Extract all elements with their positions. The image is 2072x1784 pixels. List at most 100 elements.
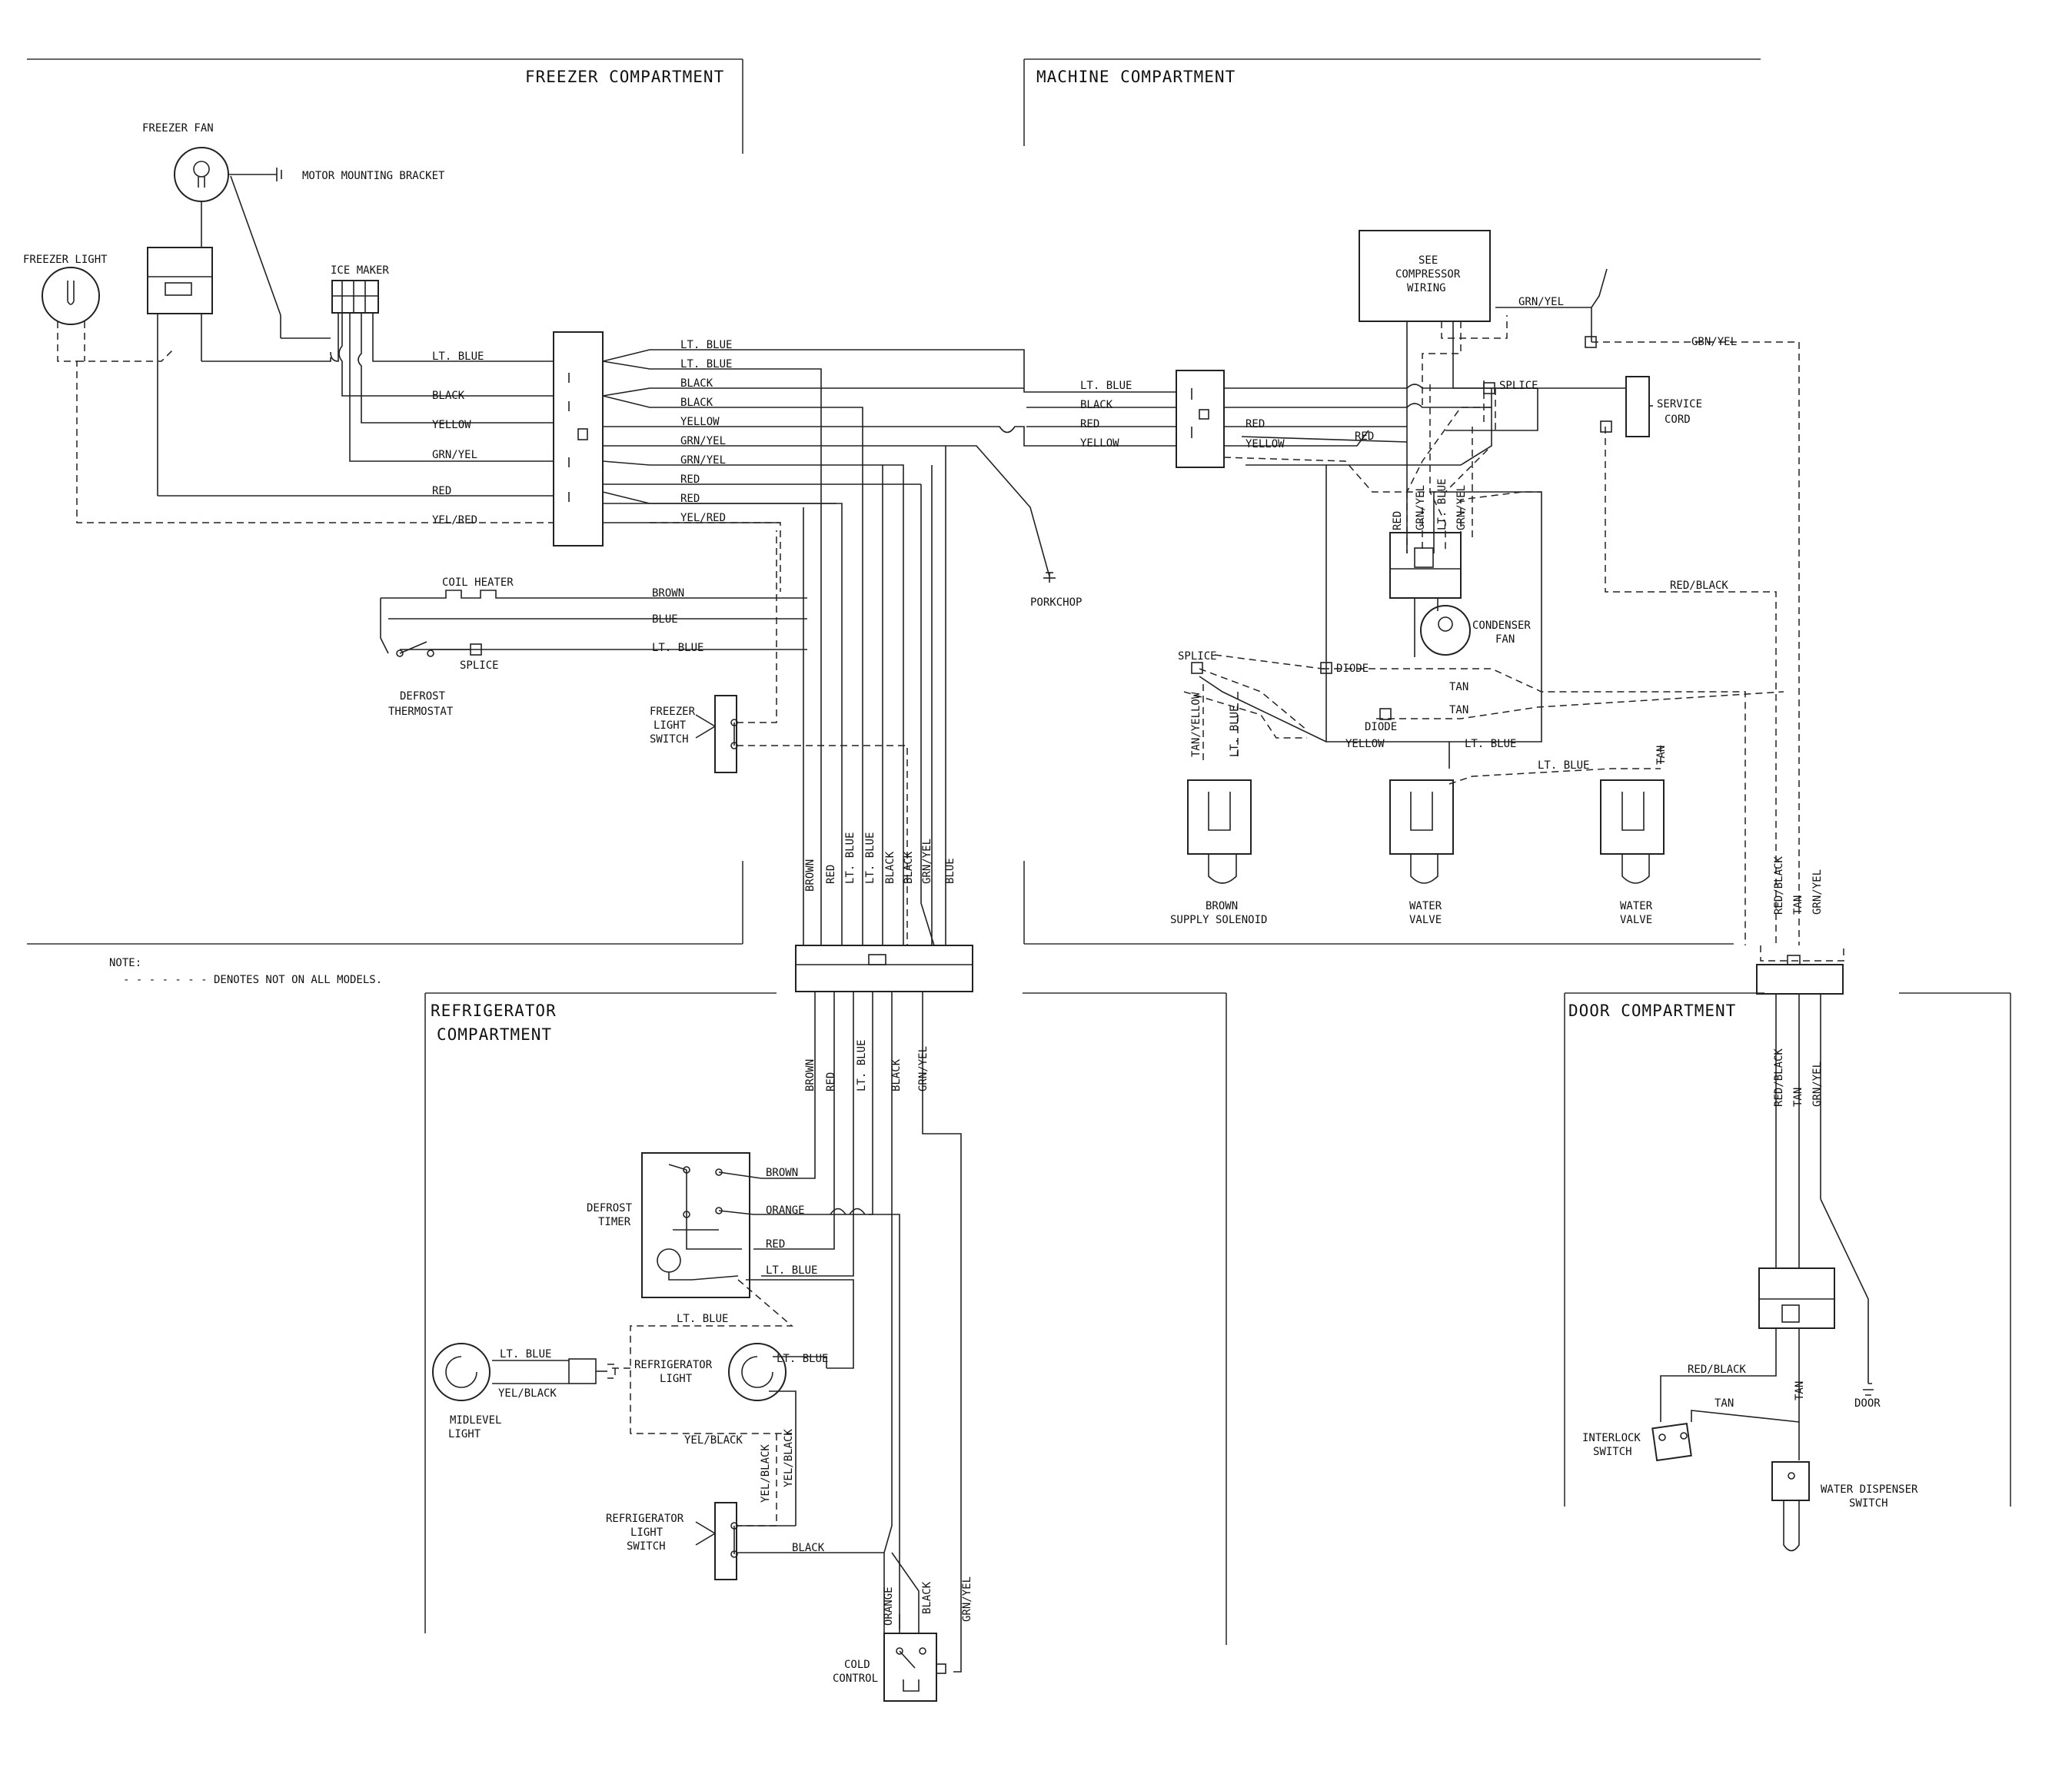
machine-dashed: [1183, 315, 1800, 945]
door-wire-label-tan: TAN: [1714, 1397, 1734, 1410]
central-connector: [795, 945, 973, 992]
door-wire-tan: TAN: [1792, 895, 1804, 915]
condenser-wire-red: RED: [1392, 511, 1404, 530]
orange-wire-path: [830, 1208, 900, 1630]
harness-label-grnyel: GRN/YEL: [921, 839, 933, 884]
freezer-main-connector: [553, 331, 604, 546]
refrigerator-light-switch-label-3: SWITCH: [627, 1540, 666, 1553]
fridge-wire-ltblue: LT. BLUE: [856, 1040, 868, 1091]
diode-2: [1379, 708, 1392, 720]
wire-label-ltblue-5: LT. BLUE: [1080, 380, 1132, 392]
compressor-wiring-box: [1359, 230, 1491, 322]
defrost-timer-label: DEFROST: [587, 1202, 633, 1214]
door-compartment-title: DOOR COMPARTMENT: [1568, 1002, 1736, 1020]
fridge-wire-ltblue-4: LT. BLUE: [500, 1348, 551, 1360]
condenser-fan-label-2: FAN: [1495, 633, 1515, 646]
wire-label-yellow-4: YELLOW: [1246, 438, 1285, 450]
freezer-light-switch-label-2: LIGHT: [654, 719, 687, 732]
wire-label-red-5: RED: [1246, 418, 1265, 430]
fridge-wire-ltblue-2: LT. BLUE: [677, 1313, 728, 1325]
ice-maker-label: ICE MAKER: [331, 264, 389, 277]
fridge-light-circuit: [492, 1279, 854, 1434]
motor-mounting-bracket-label: MOTOR MOUNTING BRACKET: [302, 170, 445, 182]
wire-label-black-1: BLACK: [432, 390, 465, 402]
interlock-switch-label: INTERLOCK: [1582, 1432, 1641, 1444]
wire-label-yellow-3: YELLOW: [1080, 437, 1119, 450]
midlevel-light: [432, 1343, 616, 1401]
freezer-light-switch-label-3: SWITCH: [650, 733, 689, 746]
freezer-compartment-title: FREEZER COMPARTMENT: [525, 68, 724, 86]
water-valve-2-label: WATER: [1620, 900, 1653, 912]
refrigerator-compartment-title-2: COMPARTMENT: [437, 1025, 552, 1044]
door-wire-grnyel-2: GRN/YEL: [1811, 1061, 1824, 1107]
water-valve-label: WATER: [1409, 900, 1442, 912]
coil-heater-label: COIL HEATER: [442, 576, 514, 589]
refrigerator-light-switch: [695, 1502, 884, 1580]
water-valve-2-label-2: VALVE: [1620, 914, 1652, 926]
wire-label-ltblue-2: LT. BLUE: [680, 339, 732, 351]
see-compressor-label-2: COMPRESSOR: [1395, 268, 1461, 281]
wire-label-yellow-2: YELLOW: [680, 416, 720, 428]
condenser-wire-ltblue: LT. BLUE: [1436, 479, 1448, 530]
fridge-wire-yelblack-1: YEL/BLACK: [498, 1387, 557, 1400]
freezer-fan-label: FREEZER FAN: [142, 122, 214, 135]
door-wire-tan-2: TAN: [1792, 1088, 1804, 1107]
interlock-switch: [1651, 1423, 1692, 1462]
freezer-light-label: FREEZER LIGHT: [23, 254, 108, 266]
wire-label-gbnyel: GBN/YEL: [1691, 336, 1737, 348]
water-dispenser-switch: [1771, 1461, 1810, 1552]
wire-label-red-6: RED: [1355, 430, 1374, 443]
splice-label-2: SPLICE: [1178, 650, 1217, 663]
door-wire-redblack-2: RED/BLACK: [1773, 1048, 1785, 1107]
wire-label-redblack-1: RED/BLACK: [1670, 580, 1728, 592]
wire-label-grnyel-3: GRN/YEL: [680, 454, 726, 467]
diode-label-1: DIODE: [1336, 663, 1369, 675]
wire-label-grnyel-2: GRN/YEL: [680, 435, 726, 447]
cold-control-label-2: CONTROL: [833, 1673, 878, 1685]
wire-label-brown-1: BROWN: [652, 587, 684, 600]
ice-maker: [330, 280, 554, 462]
note-title: NOTE:: [109, 957, 141, 969]
door-wire-redblack: RED/BLACK: [1773, 856, 1785, 915]
wire-label-blue-1: BLUE: [652, 613, 678, 626]
wire-label-grnyel-4: GRN/YEL: [1518, 296, 1564, 308]
wire-label-red-3: RED: [680, 493, 700, 505]
see-compressor-label: SEE: [1418, 254, 1438, 267]
freezer-light-switch-label: FREEZER: [650, 706, 696, 718]
refrigerator-compartment-title: REFRIGERATOR: [431, 1002, 557, 1020]
condenser-fan: [1389, 380, 1542, 657]
brown-supply-solenoid-label: BROWN: [1206, 900, 1238, 912]
fridge-wire-brown: BROWN: [804, 1059, 816, 1091]
wire-label-yelred-2: YEL/RED: [680, 512, 726, 524]
wire-label-ltblue-4: LT. BLUE: [652, 642, 703, 654]
water-valve-1: [1389, 779, 1454, 884]
wire-label-grnyel-1: GRN/YEL: [432, 449, 477, 461]
condenser-wire-grnyel-2: GRN/YEL: [1455, 485, 1468, 530]
wire-label-red-1: RED: [432, 485, 451, 497]
water-dispenser-switch-label-2: SWITCH: [1849, 1497, 1888, 1510]
freezer-fan: [174, 147, 331, 339]
splice-box-machine: [1483, 382, 1495, 394]
timer-wire-ltblue: LT. BLUE: [766, 1264, 817, 1277]
water-valve-label-2: VALVE: [1409, 914, 1442, 926]
defrost-timer-label-2: TIMER: [598, 1216, 631, 1228]
cold-wire-orange: ORANGE: [883, 1586, 895, 1626]
fridge-wire-black-2: BLACK: [792, 1542, 825, 1554]
door-connector: [1756, 945, 1844, 995]
coil-heater: [380, 590, 807, 657]
wire-label-tan-2: TAN: [1449, 704, 1468, 716]
machine-wiring: [1199, 268, 1626, 769]
fridge-wire-yelblack-4: YEL/BLACK: [783, 1429, 795, 1487]
brown-supply-solenoid: [1187, 779, 1252, 884]
fan-connector: [147, 201, 331, 496]
fridge-wire-yelblack-3: YEL/BLACK: [760, 1444, 772, 1503]
refrigerator-light: [728, 1343, 827, 1526]
door-wiring: [1660, 994, 1874, 1460]
condenser-fan-label: CONDENSER: [1472, 620, 1531, 632]
wire-label-ltblue-1: LT. BLUE: [432, 350, 484, 363]
wire-label-ltblue-6: LT. BLUE: [1465, 738, 1516, 750]
water-valve-2: [1600, 779, 1665, 884]
defrost-thermostat-label-2: THERMOSTAT: [388, 706, 454, 718]
harness-label-red: RED: [825, 865, 837, 884]
